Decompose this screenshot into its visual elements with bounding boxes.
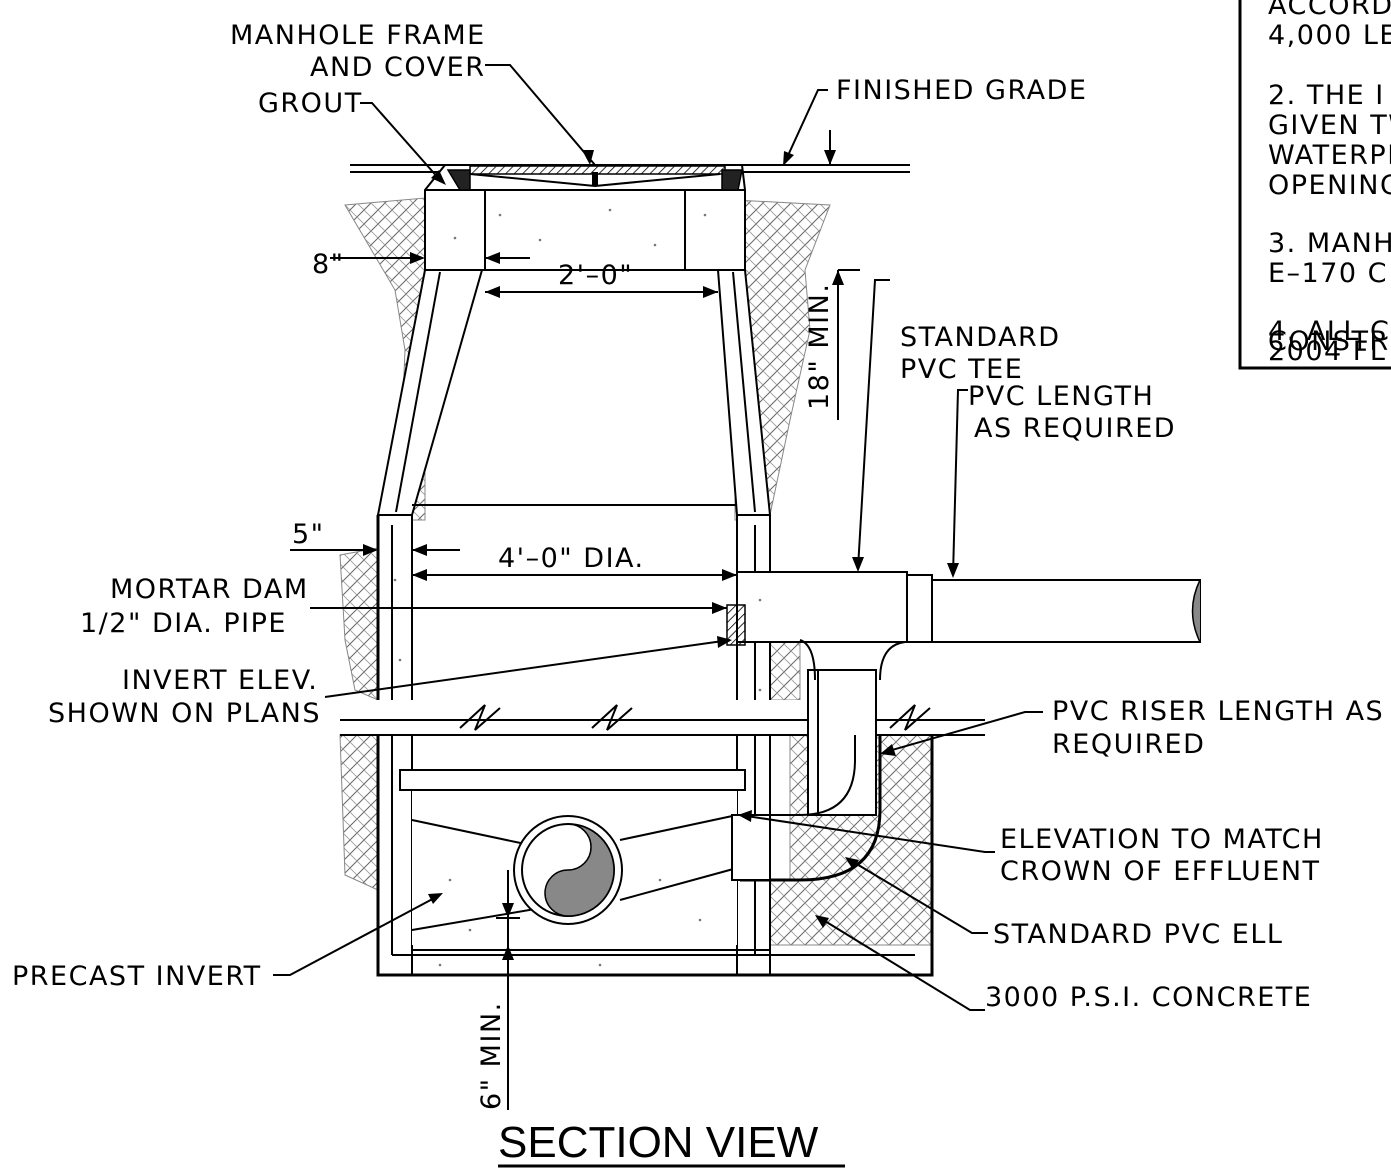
note-line: E–170 C: [1268, 258, 1388, 289]
note-line: 2004 FL: [1268, 336, 1386, 367]
notes-box: ACCORDA 4,000 LE 2. THE I GIVEN TW WATER…: [1238, 0, 1391, 370]
concrete-label: 3000 P.S.I. CONCRETE: [985, 982, 1312, 1013]
pvc-ell-label: STANDARD PVC ELL: [993, 919, 1283, 950]
invert-elev-label: SHOWN ON PLANS: [48, 698, 321, 729]
dimension-lines: [290, 130, 860, 1110]
dim-6min-label: 6" MIN.: [476, 1001, 507, 1110]
invert-elev-label: INVERT ELEV.: [122, 665, 318, 696]
manhole-frame-label: MANHOLE FRAME: [230, 20, 486, 51]
grout-label: GROUT: [258, 88, 363, 119]
pvc-tee-and-pipe: [726, 571, 1201, 646]
inlet-pipe-section: [513, 815, 623, 925]
precast-invert-label: PRECAST INVERT: [12, 961, 262, 992]
concrete-texture: [393, 208, 762, 967]
note-line: ACCORDA: [1268, 0, 1391, 21]
dim-8in-label: 8": [312, 249, 345, 280]
callout-labels: MANHOLE FRAME AND COVER GROUT FINISHED G…: [12, 20, 1384, 1110]
pvc-tee-label: STANDARD: [900, 322, 1061, 353]
riser-label: PVC RISER LENGTH AS: [1052, 696, 1384, 727]
note-line: CONSTRU: [1268, 326, 1391, 357]
dim-2ft-label: 2'–0": [558, 260, 633, 291]
note-line: OPENING: [1268, 170, 1391, 201]
finished-grade-label: FINISHED GRADE: [836, 75, 1087, 106]
note-line: WATERPR: [1268, 140, 1391, 171]
note-line: 4. ALL C: [1268, 316, 1390, 347]
elevation-match-label: ELEVATION TO MATCH: [1000, 824, 1324, 855]
riser-label: REQUIRED: [1052, 729, 1205, 760]
page-title: SECTION VIEW: [498, 1118, 819, 1167]
manhole-frame-and-cover: [446, 165, 743, 191]
note-line: GIVEN TW: [1268, 110, 1391, 141]
note-line: 2. THE I: [1268, 80, 1385, 111]
dim-5in-label: 5": [292, 519, 325, 550]
pvc-length-label: PVC LENGTH: [968, 381, 1154, 412]
grade-ring: [424, 164, 746, 271]
section-title: SECTION VIEW: [498, 1118, 845, 1168]
pvc-length-label: AS REQUIRED: [974, 413, 1176, 444]
half-pipe-label: 1/2" DIA. PIPE: [80, 608, 287, 639]
manhole-cover-label: AND COVER: [310, 52, 485, 83]
cone-section: [376, 269, 772, 516]
leader-lines: [273, 64, 1043, 1011]
mortar-dam-label: MORTAR DAM: [110, 574, 309, 605]
pvc-tee-label: PVC TEE: [900, 354, 1023, 385]
dim-4ft-label: 4'–0" DIA.: [498, 543, 645, 574]
note-line: 3. MANH: [1268, 228, 1391, 259]
elevation-match-label: CROWN OF EFFLUENT: [1000, 856, 1321, 887]
dim-18min-label: 18" MIN.: [804, 283, 835, 410]
note-line: 4,000 LE: [1268, 20, 1391, 51]
